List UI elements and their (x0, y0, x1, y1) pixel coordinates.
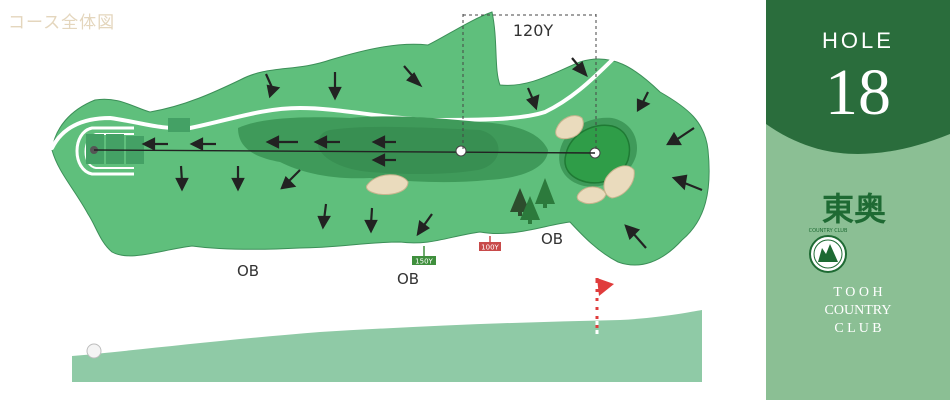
landing-point (455, 145, 467, 157)
bunker-greenside-left (555, 115, 584, 140)
marker-150y: 150Y (412, 246, 436, 266)
slope-arrow-icon (317, 203, 331, 230)
slope-arrow-icon (403, 65, 423, 88)
slope-arrow-icon (624, 224, 647, 249)
slope-arrows (141, 57, 703, 249)
bunker-greenside-front (576, 186, 607, 205)
course-map: 120Y 150Y 100Y OB OB OB (50, 11, 710, 382)
tree-cluster (510, 178, 555, 224)
ob-label: OB (237, 262, 259, 280)
golf-ball-icon (86, 343, 102, 359)
svg-text:100Y: 100Y (481, 244, 499, 252)
club-logo-text: 東奥 (822, 190, 886, 228)
club-name: T O O H COUNTRY C L U B (766, 284, 950, 338)
club-name-line: C L U B (834, 321, 882, 336)
distance-label: 120Y (513, 21, 554, 40)
marker-100y: 100Y (479, 236, 501, 252)
tee-path (75, 126, 134, 176)
slope-arrow-icon (189, 137, 216, 151)
ob-label: OB (397, 270, 419, 288)
slope-arrow-icon (671, 174, 703, 192)
slope-arrow-icon (175, 165, 189, 192)
slope-arrow-icon (571, 57, 588, 78)
slope-arrow-icon (313, 135, 340, 149)
hole-label: HOLE (822, 28, 894, 53)
bunker-greenside-right (603, 165, 635, 199)
slope-arrow-icon (364, 207, 378, 234)
slope-arrow-icon (328, 72, 342, 101)
slope-arrow-icon (636, 91, 651, 112)
slope-arrow-icon (666, 127, 695, 146)
slope-arrow-icon (264, 73, 281, 99)
ob-label: OB (541, 230, 563, 248)
line-of-play (93, 149, 596, 154)
cart-path (50, 56, 616, 150)
club-logo-small: COUNTRY CLUB (809, 228, 848, 234)
svg-text:150Y: 150Y (415, 258, 433, 266)
slope-arrow-icon (141, 137, 168, 151)
fairway-dark-zone (318, 126, 499, 174)
slope-arrow-icon (231, 166, 245, 192)
slope-arrow-icon (371, 153, 396, 167)
slope-arrow-icon (371, 135, 396, 149)
hole-info-panel: HOLE 18 (766, 0, 950, 400)
club-logo: 東奥 COUNTRY CLUB (809, 190, 886, 273)
hole-number: 18 (825, 56, 891, 129)
club-name-line: COUNTRY (824, 303, 892, 318)
club-name-line: T O O H (833, 285, 883, 300)
tee-box-forward (168, 118, 190, 132)
slope-arrow-icon (265, 135, 298, 149)
flag-icon (595, 278, 614, 334)
tee-box-middle (106, 134, 124, 164)
hole-header-shape (766, 0, 950, 154)
slope-arrow-icon (416, 213, 433, 237)
slope-arrow-icon (280, 169, 301, 190)
section-title: コース全体図 (8, 13, 116, 33)
slope-arrow-icon (526, 87, 540, 111)
elevation-profile (72, 310, 702, 382)
bunker-fairway (365, 174, 409, 195)
